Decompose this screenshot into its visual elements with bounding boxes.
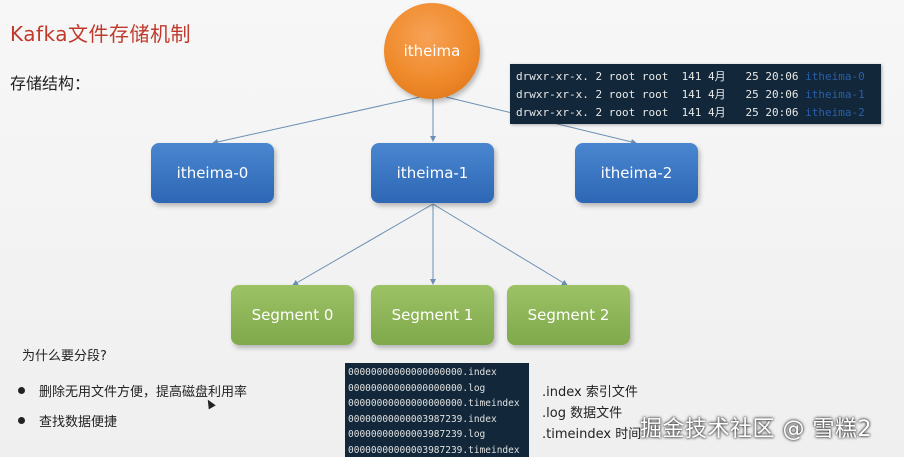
segment-node-2: Segment 2 [507, 285, 630, 345]
file-entry: 00000000000000000000.log [348, 382, 486, 394]
root-node: itheima [384, 3, 480, 99]
partition-node-2: itheima-2 [575, 143, 698, 203]
bullet-item: 删除无用文件方便，提高磁盘利用率 [18, 381, 247, 400]
terminal-line: drwxr-xr-x. 2 root root 141 4月 25 20:06 … [516, 88, 865, 101]
slide-title: Kafka文件存储机制 [10, 22, 192, 46]
segment-node-1: Segment 1 [371, 285, 494, 345]
segment-node-0: Segment 0 [231, 285, 354, 345]
file-entry: 00000000000003987239.index [348, 413, 497, 425]
file-entry: 00000000000003987239.timeindex [348, 444, 520, 456]
partition-node-0: itheima-0 [151, 143, 274, 203]
legend-item-timeindex: .timeindex 时间 [542, 427, 642, 442]
edge-partition-1-segment-0 [292, 203, 434, 286]
bullet-dot-icon [18, 417, 25, 424]
segment-node-label: Segment 1 [391, 306, 474, 324]
question-heading: 为什么要分段? [22, 349, 107, 364]
legend-item-index: .index 索引文件 [542, 385, 638, 400]
bullet-dot-icon [18, 387, 25, 394]
terminal-directory-listing: drwxr-xr-x. 2 root root 141 4月 25 20:06 … [510, 64, 881, 124]
partition-node-1: itheima-1 [371, 143, 494, 203]
partition-node-label: itheima-0 [176, 164, 249, 182]
terminal-dir-name: itheima-0 [805, 70, 865, 83]
terminal-dir-name: itheima-2 [805, 106, 865, 119]
partition-node-label: itheima-1 [396, 164, 469, 182]
terminal-line: drwxr-xr-x. 2 root root 141 4月 25 20:06 … [516, 106, 865, 119]
legend-item-log: .log 数据文件 [542, 406, 623, 421]
file-entry: 00000000000003987239.log [348, 429, 486, 440]
terminal-dir-name: itheima-1 [805, 88, 865, 101]
edge-partition-1-segment-2 [432, 203, 568, 286]
segment-node-label: Segment 0 [251, 306, 334, 324]
root-node-label: itheima [403, 42, 461, 60]
section-label: 存储结构： [10, 74, 91, 93]
segment-file-listing: 00000000000000000000.index 0000000000000… [345, 363, 529, 457]
bullet-item: 查找数据便捷 [18, 411, 117, 430]
bullet-text: 删除无用文件方便，提高磁盘利用率 [39, 385, 248, 400]
file-entry: 00000000000000000000.index [348, 367, 497, 378]
file-entry: 00000000000000000000.timeindex [348, 398, 520, 409]
terminal-line: drwxr-xr-x. 2 root root 141 4月 25 20:06 … [516, 70, 865, 83]
partition-node-label: itheima-2 [600, 164, 673, 182]
edge-root-partition-0 [212, 96, 421, 145]
watermark: 掘金技术社区 @ 雪糕2 [640, 417, 872, 442]
segment-node-label: Segment 2 [527, 306, 610, 324]
bullet-text: 查找数据便捷 [39, 415, 118, 430]
